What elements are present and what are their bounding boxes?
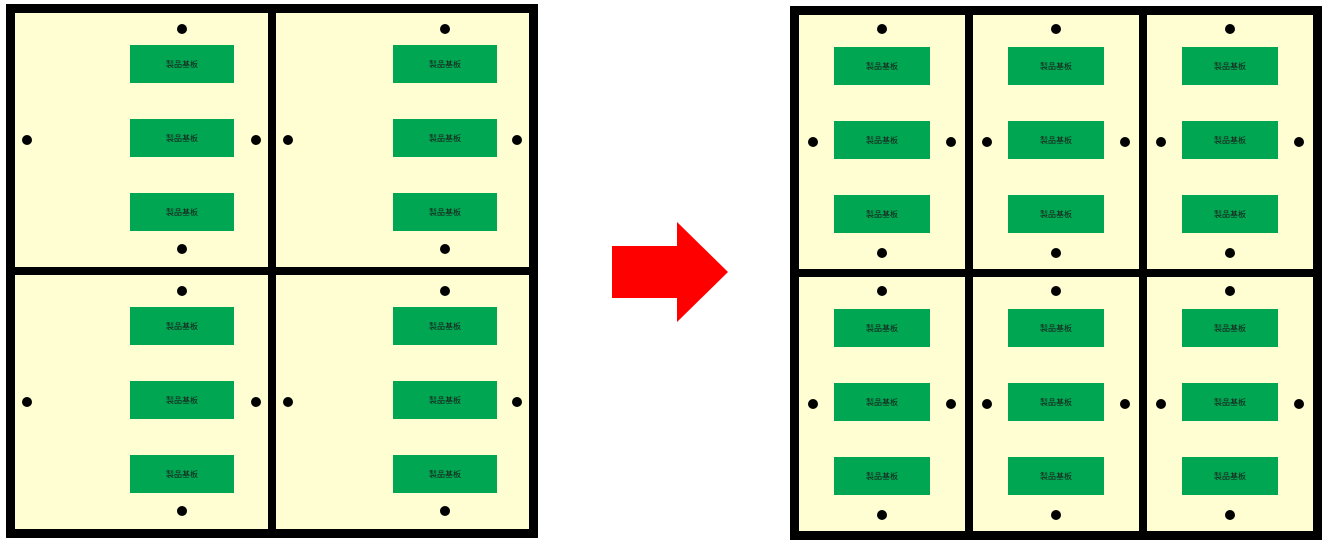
product-board: 製品基板 bbox=[393, 381, 497, 419]
alignment-hole-left bbox=[1156, 137, 1166, 147]
product-board: 製品基板 bbox=[393, 119, 497, 157]
product-board: 製品基板 bbox=[1182, 121, 1278, 159]
product-board: 製品基板 bbox=[1182, 47, 1278, 85]
alignment-hole-bottom bbox=[177, 244, 187, 254]
product-board: 製品基板 bbox=[1008, 383, 1104, 421]
panel-cell: 製品基板製品基板製品基板 bbox=[973, 15, 1139, 269]
alignment-hole-left bbox=[982, 399, 992, 409]
product-board: 製品基板 bbox=[130, 193, 234, 231]
product-board: 製品基板 bbox=[130, 307, 234, 345]
alignment-hole-top bbox=[177, 24, 187, 34]
alignment-hole-top bbox=[877, 24, 887, 34]
product-board: 製品基板 bbox=[1182, 457, 1278, 495]
product-board: 製品基板 bbox=[1008, 121, 1104, 159]
alignment-hole-bottom bbox=[440, 244, 450, 254]
alignment-hole-bottom bbox=[1051, 248, 1061, 258]
product-board: 製品基板 bbox=[1182, 195, 1278, 233]
product-board: 製品基板 bbox=[1182, 309, 1278, 347]
alignment-hole-left bbox=[22, 135, 32, 145]
product-board: 製品基板 bbox=[1008, 309, 1104, 347]
alignment-hole-right bbox=[512, 135, 522, 145]
alignment-hole-left bbox=[283, 397, 293, 407]
product-board: 製品基板 bbox=[834, 457, 930, 495]
product-board: 製品基板 bbox=[834, 47, 930, 85]
alignment-hole-right bbox=[1294, 137, 1304, 147]
product-board: 製品基板 bbox=[393, 193, 497, 231]
alignment-hole-top bbox=[1051, 24, 1061, 34]
product-board: 製品基板 bbox=[1008, 47, 1104, 85]
panel-cell: 製品基板製品基板製品基板 bbox=[276, 13, 529, 267]
alignment-hole-bottom bbox=[1225, 510, 1235, 520]
panel-cell: 製品基板製品基板製品基板 bbox=[15, 13, 268, 267]
alignment-hole-bottom bbox=[177, 506, 187, 516]
alignment-hole-right bbox=[1294, 399, 1304, 409]
panel-cell: 製品基板製品基板製品基板 bbox=[1147, 15, 1313, 269]
product-board: 製品基板 bbox=[130, 455, 234, 493]
alignment-hole-right bbox=[946, 137, 956, 147]
alignment-hole-bottom bbox=[440, 506, 450, 516]
alignment-hole-bottom bbox=[877, 248, 887, 258]
product-board: 製品基板 bbox=[834, 383, 930, 421]
alignment-hole-right bbox=[251, 397, 261, 407]
alignment-hole-left bbox=[982, 137, 992, 147]
alignment-hole-left bbox=[808, 137, 818, 147]
alignment-hole-bottom bbox=[1225, 248, 1235, 258]
product-board: 製品基板 bbox=[834, 195, 930, 233]
alignment-hole-top bbox=[177, 286, 187, 296]
alignment-hole-left bbox=[283, 135, 293, 145]
right-arrow-icon bbox=[612, 222, 728, 322]
product-board: 製品基板 bbox=[393, 307, 497, 345]
product-board: 製品基板 bbox=[834, 121, 930, 159]
alignment-hole-left bbox=[22, 397, 32, 407]
before-panel: 製品基板製品基板製品基板製品基板製品基板製品基板製品基板製品基板製品基板製品基板… bbox=[6, 4, 538, 538]
product-board: 製品基板 bbox=[393, 455, 497, 493]
alignment-hole-top bbox=[1225, 24, 1235, 34]
product-board: 製品基板 bbox=[1008, 457, 1104, 495]
product-board: 製品基板 bbox=[1182, 383, 1278, 421]
panel-cell: 製品基板製品基板製品基板 bbox=[973, 277, 1139, 531]
product-board: 製品基板 bbox=[393, 45, 497, 83]
alignment-hole-left bbox=[1156, 399, 1166, 409]
alignment-hole-top bbox=[1051, 286, 1061, 296]
product-board: 製品基板 bbox=[130, 381, 234, 419]
product-board: 製品基板 bbox=[1008, 195, 1104, 233]
product-board: 製品基板 bbox=[130, 45, 234, 83]
alignment-hole-right bbox=[1120, 399, 1130, 409]
alignment-hole-left bbox=[808, 399, 818, 409]
alignment-hole-right bbox=[1120, 137, 1130, 147]
alignment-hole-top bbox=[1225, 286, 1235, 296]
panel-cell: 製品基板製品基板製品基板 bbox=[1147, 277, 1313, 531]
panel-cell: 製品基板製品基板製品基板 bbox=[276, 275, 529, 529]
alignment-hole-bottom bbox=[1051, 510, 1061, 520]
panel-cell: 製品基板製品基板製品基板 bbox=[799, 277, 965, 531]
alignment-hole-right bbox=[512, 397, 522, 407]
product-board: 製品基板 bbox=[130, 119, 234, 157]
alignment-hole-top bbox=[440, 24, 450, 34]
product-board: 製品基板 bbox=[834, 309, 930, 347]
alignment-hole-right bbox=[946, 399, 956, 409]
alignment-hole-bottom bbox=[877, 510, 887, 520]
alignment-hole-top bbox=[877, 286, 887, 296]
after-panel: 製品基板製品基板製品基板製品基板製品基板製品基板製品基板製品基板製品基板製品基板… bbox=[790, 6, 1322, 540]
panel-cell: 製品基板製品基板製品基板 bbox=[15, 275, 268, 529]
alignment-hole-right bbox=[251, 135, 261, 145]
panel-cell: 製品基板製品基板製品基板 bbox=[799, 15, 965, 269]
alignment-hole-top bbox=[440, 286, 450, 296]
